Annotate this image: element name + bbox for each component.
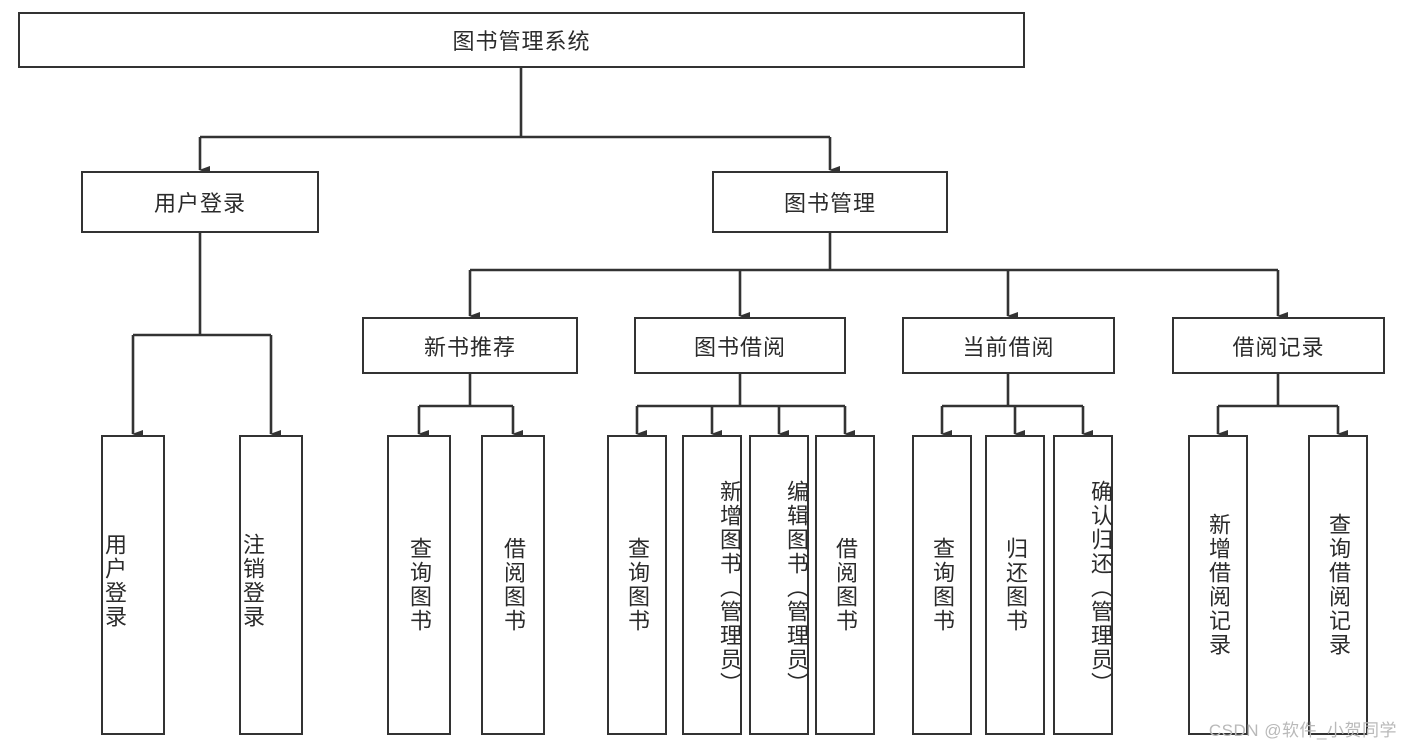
node-leaf-query-book-3-label: 查询图书 (930, 537, 955, 633)
node-leaf-confirm-return[interactable]: 确认归还（管理员） (1053, 435, 1113, 735)
node-leaf-edit-book[interactable]: 编辑图书（管理员） (749, 435, 809, 735)
node-user-login[interactable]: 用户登录 (81, 171, 319, 233)
node-leaf-borrow-book-1-label: 借阅图书 (501, 537, 526, 633)
node-borrow-record[interactable]: 借阅记录 (1172, 317, 1385, 374)
node-leaf-add-record[interactable]: 新增借阅记录 (1188, 435, 1248, 735)
node-leaf-user-login-label: 用户登录 (102, 533, 127, 629)
node-leaf-query-book-2[interactable]: 查询图书 (607, 435, 667, 735)
node-root-label: 图书管理系统 (452, 29, 591, 54)
node-book-borrow[interactable]: 图书借阅 (634, 317, 846, 374)
node-leaf-borrow-book-1[interactable]: 借阅图书 (481, 435, 545, 735)
node-leaf-edit-book-label: 编辑图书（管理员） (784, 480, 809, 696)
node-leaf-query-record-label: 查询借阅记录 (1326, 513, 1351, 657)
node-current-borrow-label: 当前借阅 (962, 334, 1055, 360)
node-new-book-rec-label: 新书推荐 (423, 334, 516, 360)
node-user-login-label: 用户登录 (153, 191, 246, 216)
watermark-text: CSDN @软件_小贺同学 (1208, 721, 1397, 740)
node-leaf-logout[interactable]: 注销登录 (239, 435, 303, 735)
node-leaf-query-book-1[interactable]: 查询图书 (387, 435, 451, 735)
node-leaf-return-book-label: 归还图书 (1003, 537, 1028, 633)
node-book-manage-label: 图书管理 (783, 191, 876, 216)
node-current-borrow[interactable]: 当前借阅 (902, 317, 1115, 374)
node-book-borrow-label: 图书借阅 (693, 334, 786, 360)
node-leaf-add-book[interactable]: 新增图书（管理员） (682, 435, 742, 735)
node-leaf-query-book-2-label: 查询图书 (625, 537, 650, 633)
node-borrow-record-label: 借阅记录 (1232, 334, 1325, 360)
node-leaf-logout-label: 注销登录 (240, 533, 265, 629)
node-leaf-query-book-1-label: 查询图书 (407, 537, 432, 633)
node-leaf-query-record[interactable]: 查询借阅记录 (1308, 435, 1368, 735)
node-leaf-confirm-return-label: 确认归还（管理员） (1088, 480, 1113, 696)
node-leaf-return-book[interactable]: 归还图书 (985, 435, 1045, 735)
node-new-book-rec[interactable]: 新书推荐 (362, 317, 578, 374)
node-book-manage[interactable]: 图书管理 (712, 171, 948, 233)
node-leaf-user-login[interactable]: 用户登录 (101, 435, 165, 735)
node-leaf-borrow-book-2-label: 借阅图书 (833, 537, 858, 633)
node-leaf-borrow-book-2[interactable]: 借阅图书 (815, 435, 875, 735)
node-leaf-add-book-label: 新增图书（管理员） (717, 480, 742, 696)
node-leaf-query-book-3[interactable]: 查询图书 (912, 435, 972, 735)
node-root[interactable]: 图书管理系统 (18, 12, 1025, 68)
node-leaf-add-record-label: 新增借阅记录 (1206, 513, 1231, 657)
